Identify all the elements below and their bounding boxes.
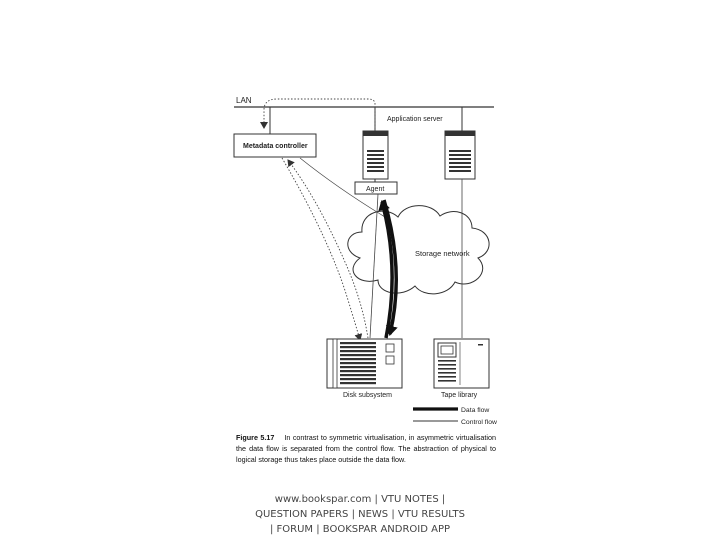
- metadata-controller-box: [233, 133, 317, 158]
- metadata-controller-label: Metadata controller: [243, 143, 308, 150]
- agent-to-disk-line: [369, 193, 379, 339]
- figure-caption-text: In contrast to symmetric virtualisation,…: [236, 433, 496, 464]
- tape-library-label: Tape library: [441, 392, 478, 399]
- control-flow-lan-loop: [260, 98, 376, 131]
- legend-control-flow-label: Control flow: [461, 419, 497, 426]
- control-flow-metadata-to-disk: [281, 157, 363, 341]
- disk-subsystem-label: Disk subsystem: [343, 392, 392, 399]
- application-server-1: [362, 130, 389, 180]
- storage-network-label: Storage network: [415, 249, 470, 258]
- tape-library: [433, 338, 490, 389]
- figure-number: Figure 5.17: [236, 433, 275, 442]
- legend-data-flow-label: Data flow: [461, 407, 489, 414]
- footer: www.bookspar.com | VTU NOTES | QUESTION …: [0, 492, 720, 537]
- data-flow-down: [382, 199, 398, 336]
- footer-line-2[interactable]: QUESTION PAPERS | NEWS | VTU RESULTS: [255, 509, 465, 520]
- data-flow-up: [378, 200, 394, 339]
- disk-subsystem: [326, 338, 403, 389]
- agent-label: Agent: [366, 186, 384, 193]
- footer-line-3[interactable]: | FORUM | BOOKSPAR ANDROID APP: [269, 524, 451, 535]
- control-flow-metadata-to-cloud: [299, 157, 391, 221]
- application-server-label: Application server: [387, 116, 443, 123]
- footer-line-1[interactable]: www.bookspar.com | VTU NOTES |: [274, 494, 446, 505]
- lan-label: LAN: [236, 96, 252, 105]
- control-flow-disk-to-metadata: [287, 159, 369, 339]
- application-server-2: [444, 130, 476, 180]
- agent-box: [354, 181, 398, 195]
